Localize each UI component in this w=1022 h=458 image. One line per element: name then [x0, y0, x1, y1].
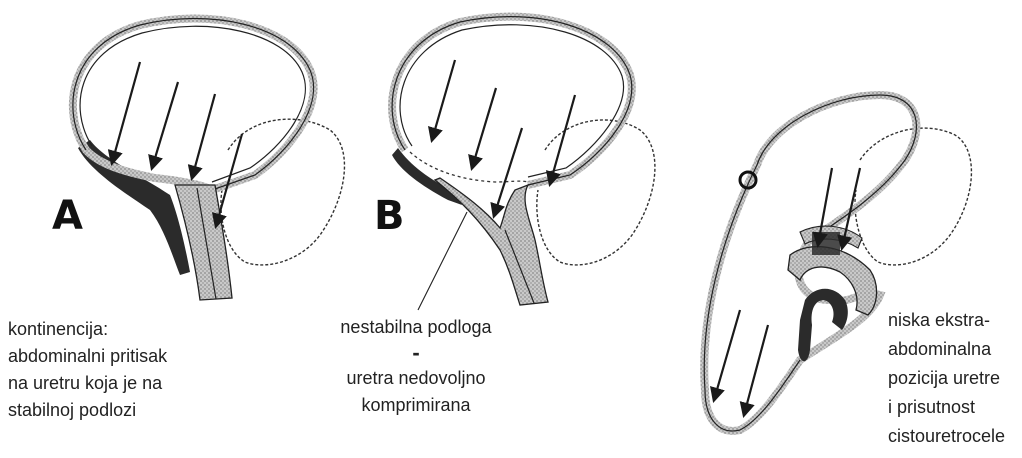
caption-line: pozicija uretre [888, 364, 1005, 393]
caption-line: abdominalna [888, 335, 1005, 364]
caption-line: cistouretrocele [888, 422, 1005, 451]
caption-line: stabilnoj podlozi [8, 397, 167, 424]
panel-c-caption: niska ekstra- abdominalna pozicija uretr… [888, 306, 1005, 451]
caption-b-pointer [418, 212, 467, 310]
caption-line: komprimirana [316, 392, 516, 419]
caption-line: niska ekstra- [888, 306, 1005, 335]
panel-a-caption: kontinencija: abdominalni pritisak na ur… [8, 316, 167, 424]
pelvic-support-c [798, 289, 848, 362]
caption-line: uretra nedovoljno [316, 365, 516, 392]
caption-line: nestabilna podloga [316, 314, 516, 341]
panel-a-illustration [73, 19, 345, 300]
caption-line: abdominalni pritisak [8, 343, 167, 370]
panel-b-illustration [392, 17, 655, 310]
caption-line: i prisutnost [888, 393, 1005, 422]
bladder-wall-a [73, 19, 314, 190]
panel-a-letter: A [52, 196, 83, 236]
caption-line: kontinencija: [8, 316, 167, 343]
panel-b-caption: nestabilna podloga - uretra nedovoljno k… [316, 314, 516, 419]
caption-dash: - [316, 341, 516, 365]
panel-b-letter: B [374, 196, 405, 236]
caption-line: na uretru koja je na [8, 370, 167, 397]
